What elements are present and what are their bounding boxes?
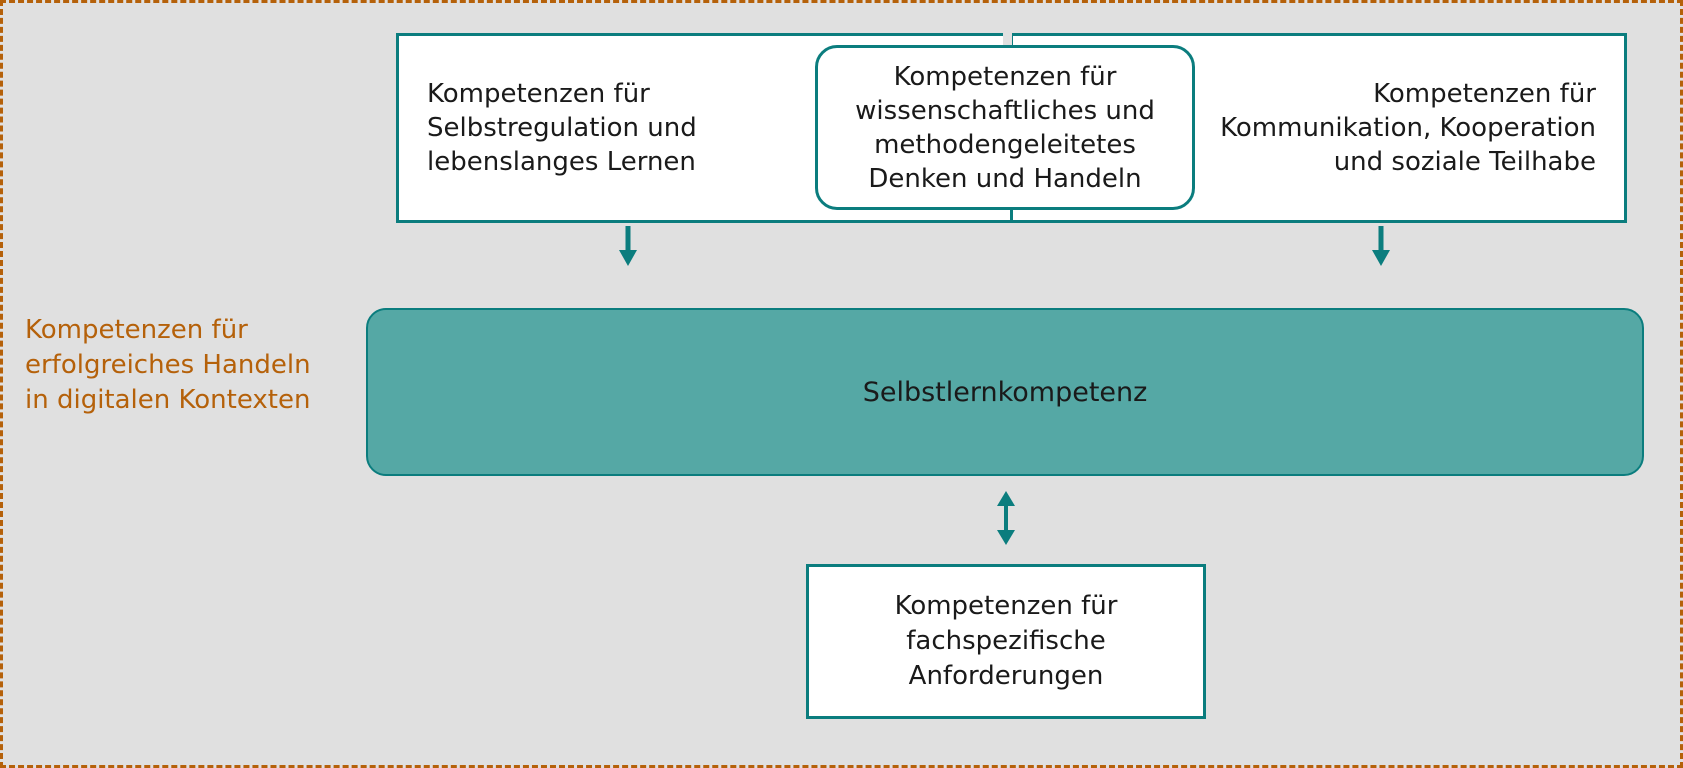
competence-box-communication-label: Kompetenzen für Kommunikation, Kooperati…	[1220, 79, 1596, 177]
self-learning-competence-band: Selbstlernkompetenz	[366, 308, 1644, 476]
box-seam-gap	[1003, 31, 1012, 45]
side-label: Kompetenzen für erfolgreiches Handeln in…	[25, 315, 311, 415]
arrow-down-left-icon	[619, 226, 637, 266]
arrow-down-right-icon	[1372, 226, 1390, 266]
competence-box-self-regulation-label: Kompetenzen für Selbstregulation und leb…	[427, 79, 697, 177]
self-learning-competence-label: Selbstlernkompetenz	[862, 376, 1148, 408]
competence-box-subject-specific: Kompetenzen für fachspezifische Anforder…	[806, 564, 1206, 719]
competence-box-scientific-thinking: Kompetenzen für wissenschaftliches und m…	[815, 45, 1195, 210]
competence-box-scientific-thinking-label: Kompetenzen für wissenschaftliches und m…	[855, 61, 1155, 194]
arrow-double-vertical-icon	[997, 491, 1015, 545]
competence-box-subject-specific-label: Kompetenzen für fachspezifische Anforder…	[894, 591, 1118, 691]
